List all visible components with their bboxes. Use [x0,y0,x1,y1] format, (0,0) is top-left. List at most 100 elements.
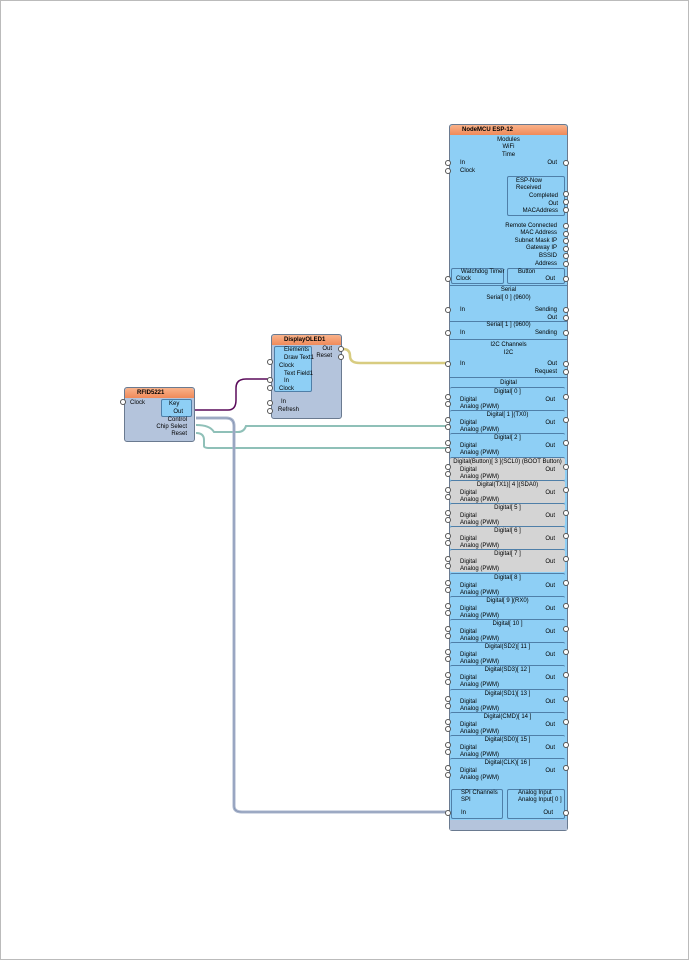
channel-analog-pin[interactable]: Analog (PWM) [460,496,500,503]
i2c-label[interactable]: I2C [503,350,514,356]
channel-out-pin[interactable]: Out [545,605,555,612]
connector-pin[interactable] [563,765,569,772]
time-module[interactable]: Time [501,152,516,158]
address-pin[interactable]: Address [534,261,557,267]
connector-pin[interactable] [445,440,451,447]
channel-out-pin[interactable]: Out [545,559,555,566]
connector-pin[interactable] [445,609,451,616]
digital-channel-5[interactable]: Digital[ 5 ] Digital Out Analog (PWM) [450,503,565,526]
connector-pin[interactable] [563,672,569,679]
channel-analog-pin[interactable]: Analog (PWM) [460,775,500,782]
connector-pin[interactable] [563,718,569,725]
oled-title[interactable]: DisplayOLED1 [272,335,341,345]
connector-pin[interactable] [563,463,569,470]
rfid-control-pin[interactable]: Control [167,417,187,423]
espnow-macaddress-pin[interactable]: MACAddress [522,208,558,214]
oled-reset-pin[interactable]: Reset [316,353,332,359]
connector-pin[interactable] [563,199,569,205]
analog-input[interactable]: Analog Input Analog Input[ 0 ] Out [507,789,565,819]
connector-pin[interactable] [120,399,126,405]
connector-pin[interactable] [267,408,273,414]
connector-pin[interactable] [563,207,569,213]
channel-out-pin[interactable]: Out [545,629,555,635]
spi-channels[interactable]: SPI Channels SPI In [451,789,503,819]
channel-analog-pin[interactable]: Analog (PWM) [460,589,500,596]
i2c-request-pin[interactable]: Request [534,369,557,375]
connector-pin[interactable] [563,510,569,516]
channel-out-pin[interactable]: Out [545,698,555,705]
channel-digital-pin[interactable]: Digital [460,768,477,775]
channel-analog-pin[interactable]: Analog (PWM) [460,450,500,457]
connector-pin[interactable] [563,417,569,424]
connector-pin[interactable] [563,440,569,447]
connector-pin[interactable] [563,307,569,313]
channel-analog-pin[interactable]: Analog (PWM) [460,612,500,619]
channel-out-pin[interactable]: Out [545,721,555,728]
connector-pin[interactable] [445,540,451,547]
espnow-out-pin[interactable]: Out [548,201,558,207]
digital-channel-7[interactable]: Digital[ 7 ] Digital Out Analog (PWM) [450,549,565,573]
connector-pin[interactable] [445,656,451,663]
connector-pin[interactable] [445,533,451,540]
connector-pin[interactable] [563,160,569,166]
digital-channel-1[interactable]: Digital[ 1 ](TX0) Digital Out Analog (PW… [450,410,565,434]
rfid-clock-pin[interactable]: Clock [130,400,146,406]
channel-analog-pin[interactable]: Analog (PWM) [460,473,500,480]
i2c-in-pin[interactable]: In [460,361,466,367]
channel-out-pin[interactable]: Out [545,443,555,450]
connector-pin[interactable] [563,579,569,586]
channel-analog-pin[interactable]: Analog (PWM) [460,427,500,434]
connector-pin[interactable] [445,742,451,748]
channel-digital-pin[interactable]: Digital [460,489,477,496]
rfid-reset-pin[interactable]: Reset [171,431,187,437]
oled-in-pin[interactable]: In [281,399,287,405]
oled-text-field-clock-pin[interactable]: Clock [279,386,295,392]
connector-pin[interactable] [445,563,451,570]
connector-pin[interactable] [563,253,569,259]
espnow-element[interactable]: ESP-Now Received Completed Out MACAddres… [507,176,565,216]
nodemcu-title[interactable]: NodeMCU ESP-12 [450,125,567,135]
digital-channel-4[interactable]: Digital(TX1)[ 4 ](SDA0) Digital Out Anal… [450,479,565,503]
channel-out-pin[interactable]: Out [545,536,555,543]
connector-pin[interactable] [563,810,569,816]
connector-pin[interactable] [445,725,451,732]
oled-text-field-in-pin[interactable]: In [284,378,290,384]
channel-out-pin[interactable]: Out [545,420,555,427]
digital-channel-8[interactable]: Digital[ 8 ] Digital Out Analog (PWM) [450,572,565,596]
connector-pin[interactable] [445,168,451,174]
channel-digital-pin[interactable]: Digital [460,745,477,751]
connector-pin[interactable] [445,633,451,639]
spi-in-pin[interactable]: In [461,810,467,816]
channel-analog-pin[interactable]: Analog (PWM) [460,543,500,550]
rfid-component[interactable]: RFID5221 Clock Key Out Control Chip Sele… [124,387,195,442]
channel-digital-pin[interactable]: Digital [460,559,477,566]
connector-pin[interactable] [563,369,569,375]
connector-pin[interactable] [445,330,451,336]
connector-pin[interactable] [445,702,451,709]
connector-pin[interactable] [267,359,273,365]
wire-rfid-out-to-oled-in[interactable] [193,378,273,411]
channel-digital-pin[interactable]: Digital [460,675,477,682]
serial1-label[interactable]: Serial[ 1 ] (9600) [486,322,531,328]
connector-pin[interactable] [563,261,569,267]
digital-channel-16[interactable]: Digital(CLK)[ 16 ] Digital Out Analog (P… [450,758,565,782]
connector-pin[interactable] [445,424,451,431]
connector-pin[interactable] [445,586,451,593]
serial0-sending-pin[interactable]: Sending [534,307,557,313]
rfid-key-element[interactable]: Key Out [161,399,192,417]
digital-channel-13[interactable]: Digital(SD1)[ 13 ] Digital Out Analog (P… [450,688,565,712]
channel-digital-pin[interactable]: Digital [460,605,477,612]
connector-pin[interactable] [563,486,569,493]
connector-pin[interactable] [563,223,569,229]
mac-address-pin[interactable]: MAC Address [520,230,557,236]
channel-digital-pin[interactable]: Digital [460,420,477,427]
connector-pin[interactable] [445,679,451,686]
connector-pin[interactable] [445,394,451,400]
connector-pin[interactable] [563,231,569,237]
remote-connected-pin[interactable]: Remote Connected [505,223,557,229]
connector-pin[interactable] [563,315,569,321]
channel-digital-pin[interactable]: Digital [460,721,477,728]
channel-out-pin[interactable]: Out [545,466,555,473]
channel-out-pin[interactable]: Out [545,397,555,403]
connector-pin[interactable] [445,695,451,702]
